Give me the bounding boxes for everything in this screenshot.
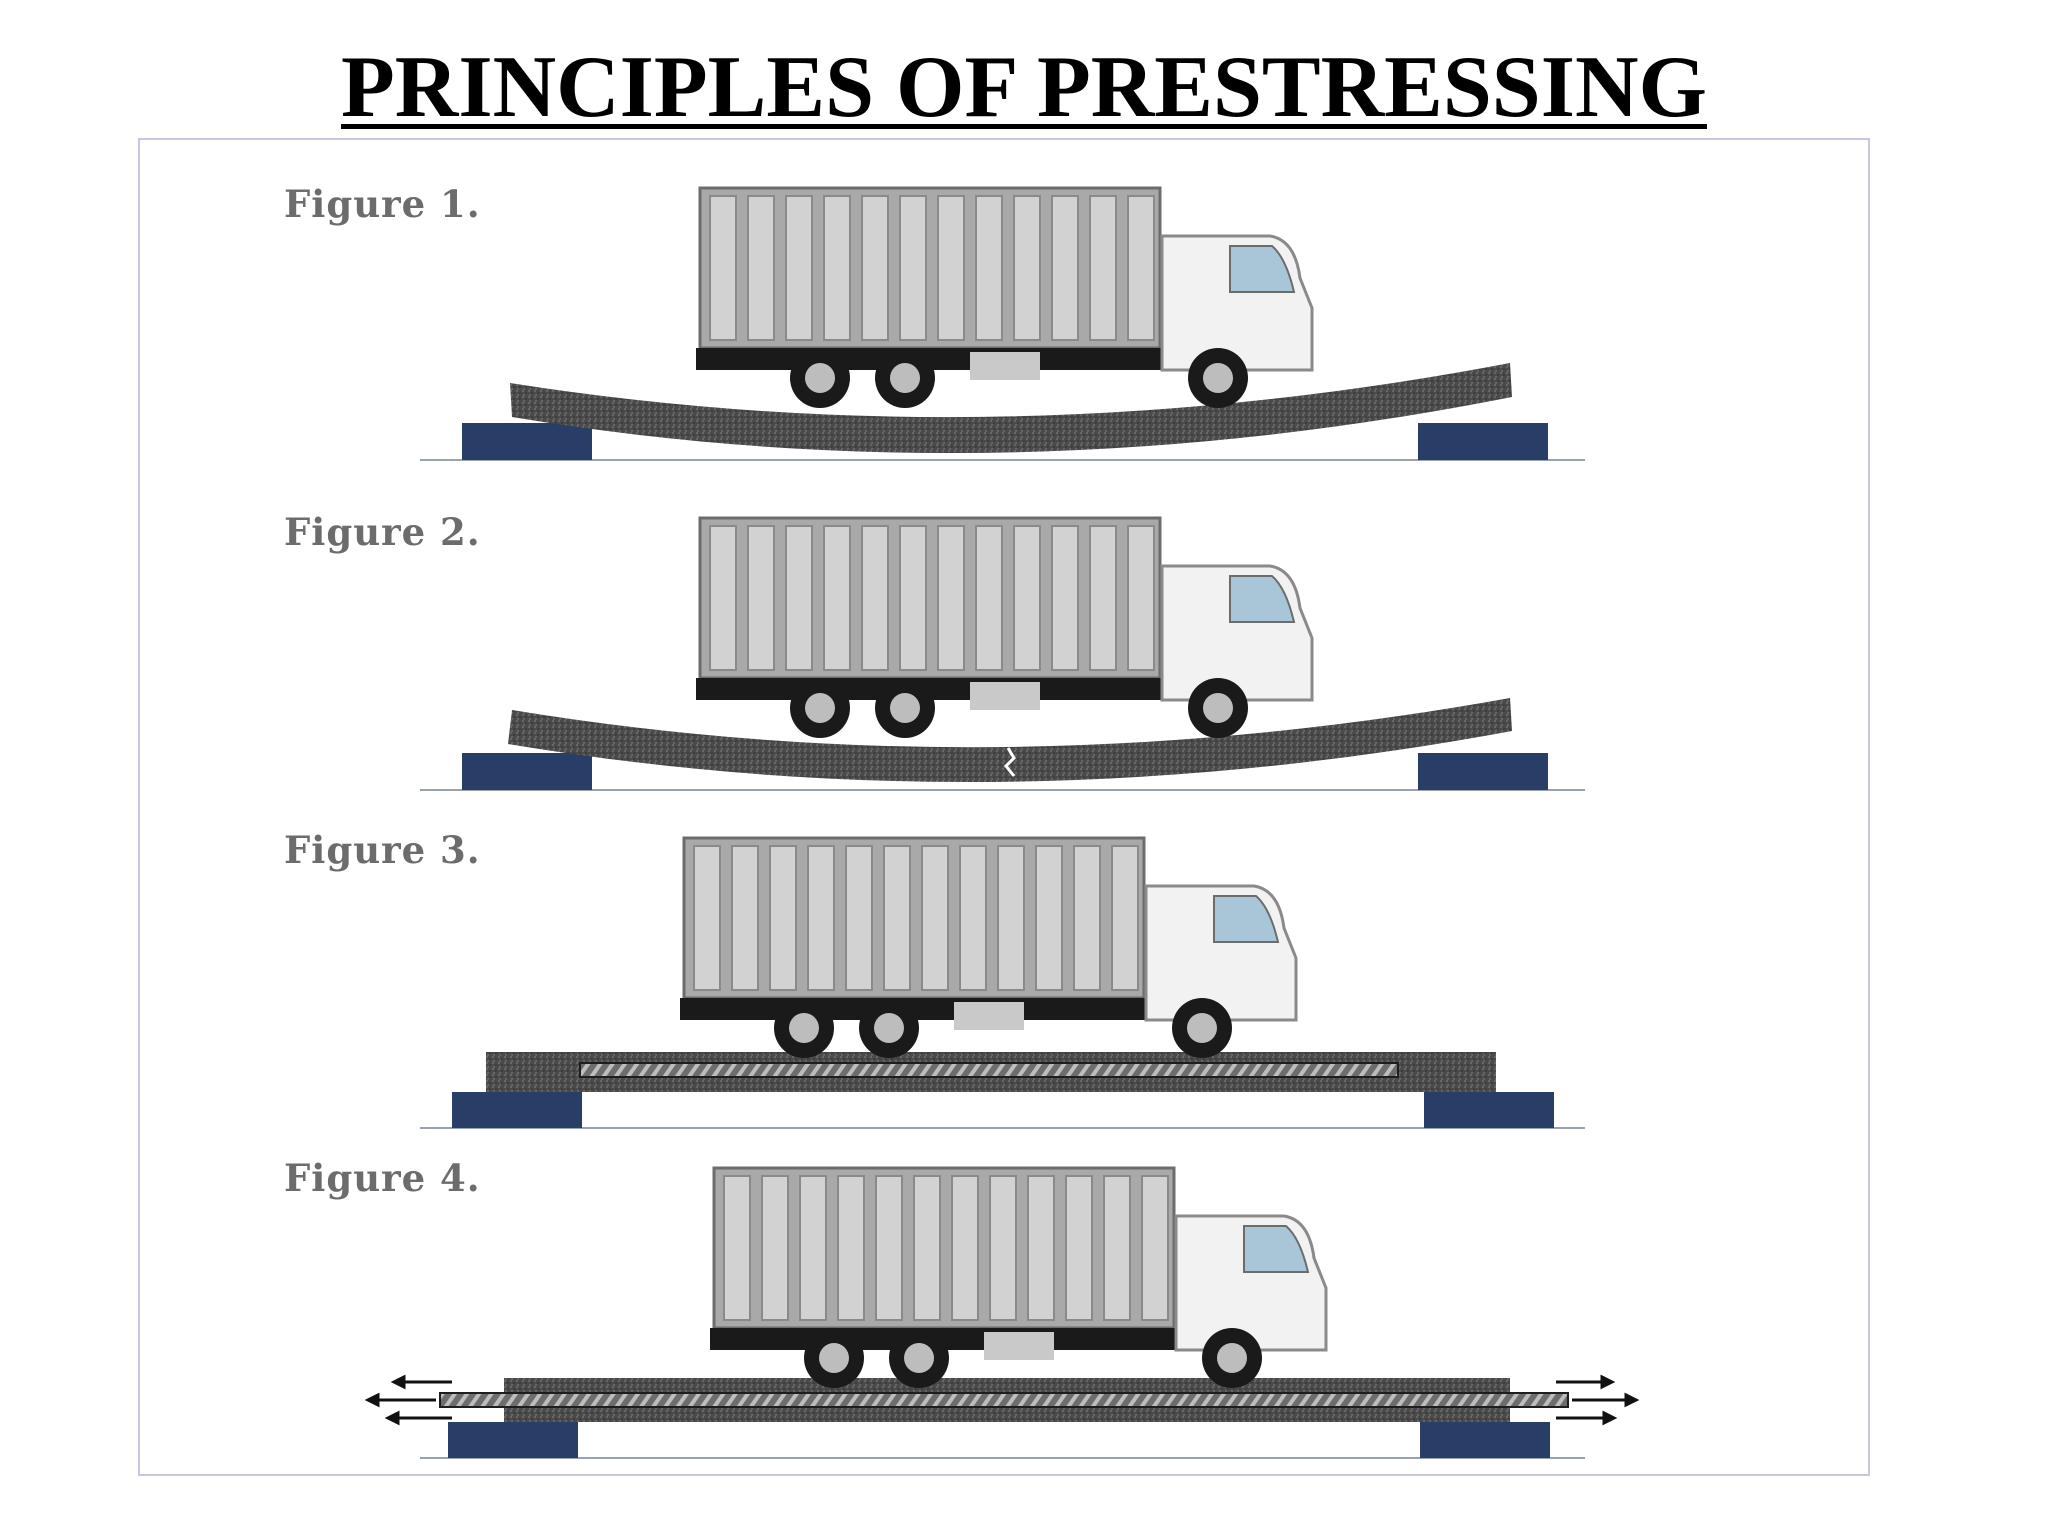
page-title: PRINCIPLES OF PRESTRESSING	[341, 39, 1707, 136]
figure-2-label: Figure 2.	[284, 510, 481, 554]
figure-2	[420, 516, 1585, 791]
truck	[696, 186, 1314, 408]
right-support	[1418, 423, 1548, 460]
figure-3	[420, 836, 1585, 1129]
truck	[710, 1166, 1328, 1388]
crack-mark	[1003, 747, 1016, 777]
right-support	[1418, 753, 1548, 790]
internal-tendon	[579, 1062, 1399, 1078]
left-support	[462, 753, 592, 790]
truck	[696, 516, 1314, 738]
left-arrows	[364, 1374, 452, 1426]
stretched-tendon	[439, 1392, 1569, 1408]
deflected-beam	[508, 698, 1512, 782]
figure-4-label: Figure 4.	[284, 1156, 481, 1200]
right-support	[1420, 1422, 1550, 1458]
figure-3-label: Figure 3.	[284, 828, 481, 872]
right-support	[1424, 1092, 1554, 1128]
left-support	[448, 1422, 578, 1458]
truck	[680, 836, 1298, 1058]
figure-1-label: Figure 1.	[284, 182, 481, 226]
right-arrows	[1556, 1374, 1640, 1426]
left-support	[452, 1092, 582, 1128]
figure-4	[364, 1166, 1640, 1459]
figure-1	[420, 186, 1585, 461]
deflected-beam	[510, 363, 1512, 454]
left-support	[462, 423, 592, 460]
